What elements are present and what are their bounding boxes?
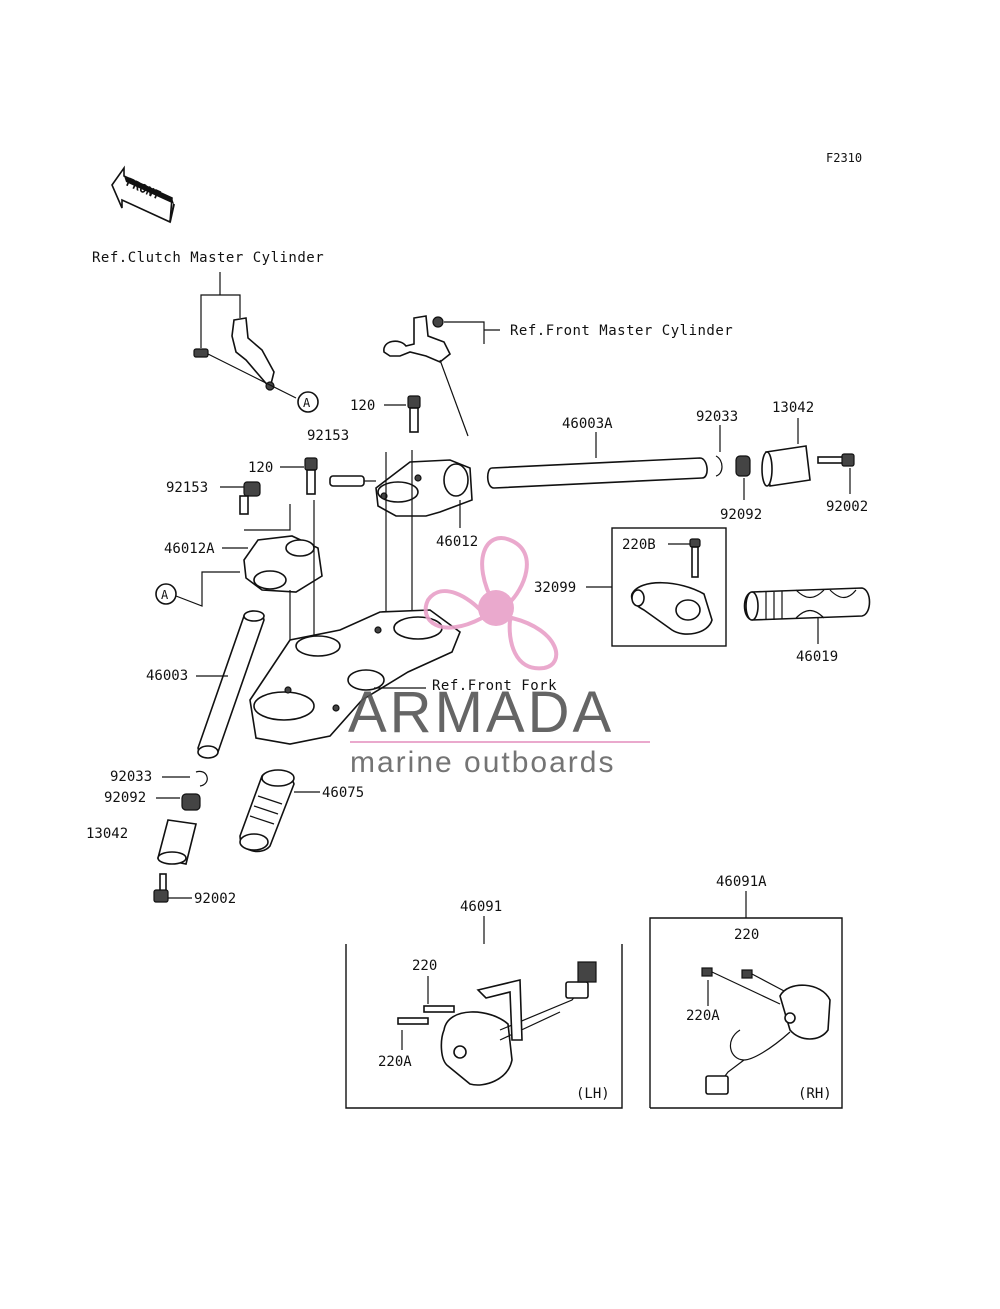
rh-handlebar-switch-46091a [701, 967, 831, 1095]
label-46091: 46091 [460, 899, 502, 915]
label-46012: 46012 [436, 534, 478, 550]
watermark-logo: ARMADA marine outboards [348, 536, 650, 779]
handlebar-pipe-46003 [197, 610, 265, 759]
label-92153-left: 92153 [166, 480, 208, 496]
ref-front-fork: Ref.Front Fork [432, 678, 557, 694]
bolt-120-left [304, 457, 318, 495]
svg-text:A: A [303, 396, 311, 410]
label-92002-left: 92002 [194, 891, 236, 907]
ref-front-master-cylinder: Ref.Front Master Cylinder [510, 323, 733, 339]
collar-92092-left [181, 793, 201, 811]
handlebar-pipe-46003a [486, 457, 708, 489]
clutch-bracket-leader [200, 272, 241, 348]
label-220b: 220B [622, 537, 656, 553]
rh-switch-box [649, 917, 843, 1109]
clutch-bracket [193, 317, 297, 399]
bar-end-weight-13042-left [157, 819, 197, 865]
callout-a-top: A [297, 391, 319, 413]
label-46019: 46019 [796, 649, 838, 665]
handlebar-grip-46019 [743, 587, 871, 621]
label-120-left: 120 [248, 460, 273, 476]
watermark-tagline: marine outboards [350, 746, 615, 779]
label-92092-right: 92092 [720, 507, 762, 523]
handlebar-clamp-46012 [375, 459, 473, 517]
label-46003: 46003 [146, 668, 188, 684]
collar-92092-right [735, 455, 751, 477]
front-arrow-icon: FRONT [111, 165, 175, 224]
bar-end-weight-13042-right [761, 445, 811, 487]
screw-92002-right [817, 453, 855, 467]
screw-220b [689, 538, 701, 578]
label-92033-left: 92033 [110, 769, 152, 785]
label-220-rh: 220 [734, 927, 759, 943]
callout-a-left: A [155, 583, 177, 605]
label-46091a: 46091A [716, 874, 767, 890]
handlebar-clamp-46012a [243, 535, 323, 593]
lh-switch-box [345, 944, 623, 1109]
label-32099: 32099 [534, 580, 576, 596]
bolt-92153-left [239, 481, 261, 515]
label-13042-right: 13042 [772, 400, 814, 416]
lh-handlebar-switch-46091 [397, 961, 597, 1086]
front-master-leader [444, 321, 500, 344]
propeller-icon [423, 536, 559, 671]
svg-text:A: A [161, 588, 169, 602]
label-46075: 46075 [322, 785, 364, 801]
screw-92002-left [153, 873, 169, 903]
bolt-120-top [407, 395, 421, 433]
upper-triple-clamp [249, 609, 461, 745]
ref-clutch-master-cylinder: Ref.Clutch Master Cylinder [92, 250, 324, 266]
label-220a-lh: 220A [378, 1054, 412, 1070]
switch-housing-32099 [630, 581, 713, 635]
circlip-92033-right [715, 455, 723, 477]
label-rh: (RH) [798, 1086, 832, 1102]
label-92153-top: 92153 [307, 428, 349, 444]
watermark-brand: ARMADA [348, 680, 614, 745]
label-120-top: 120 [350, 398, 375, 414]
label-46012a: 46012A [164, 541, 215, 557]
front-master-bracket [383, 315, 452, 363]
label-220-lh: 220 [412, 958, 437, 974]
label-92002-right: 92002 [826, 499, 868, 515]
label-92092-left: 92092 [104, 790, 146, 806]
label-13042-left: 13042 [86, 826, 128, 842]
label-220a-rh: 220A [686, 1008, 720, 1024]
clamp-bolt-horizontal [329, 475, 376, 487]
figure-code: F2310 [826, 151, 862, 165]
label-lh: (LH) [576, 1086, 610, 1102]
label-92033-right: 92033 [696, 409, 738, 425]
throttle-grip-46075 [239, 769, 295, 853]
circlip-92033-left [195, 770, 208, 787]
label-46003a: 46003A [562, 416, 613, 432]
